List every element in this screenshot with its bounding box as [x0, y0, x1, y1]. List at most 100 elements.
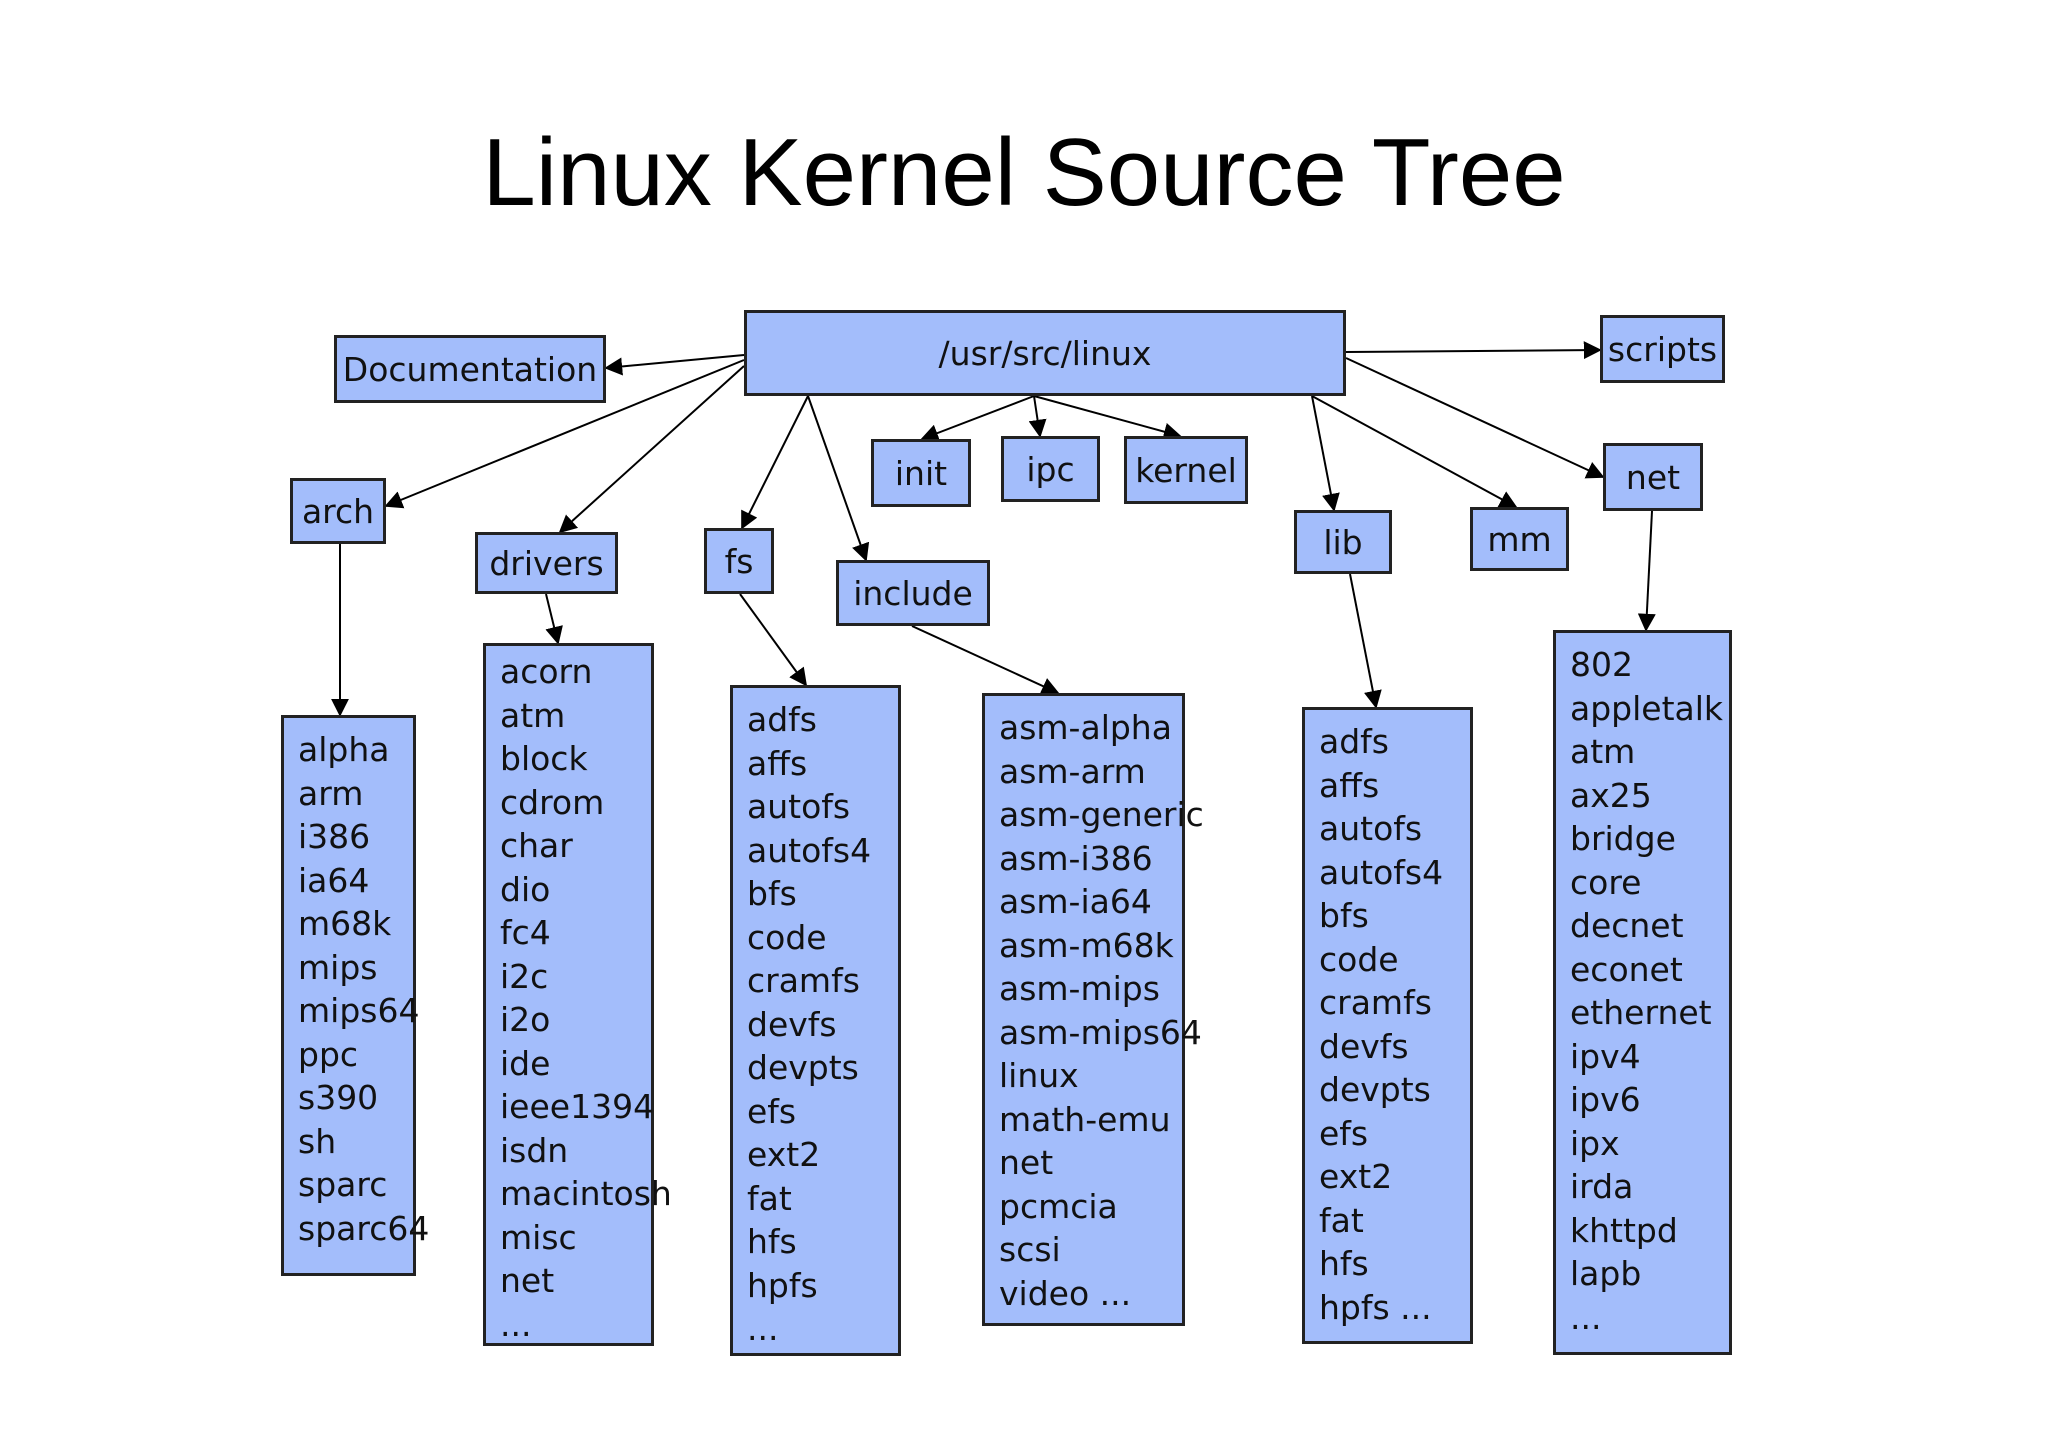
list-drivers-item: ...	[500, 1304, 532, 1344]
link-fs-list	[739, 593, 808, 687]
list-fs-item: hpfs	[747, 1265, 818, 1305]
list-lib-item: fat	[1319, 1200, 1364, 1240]
list-drivers-item: i2o	[500, 1000, 551, 1039]
link-root-lib	[1311, 395, 1340, 512]
list-fs-item: cramfs	[747, 961, 860, 1000]
list-fs-item: hfs	[747, 1222, 797, 1261]
node-kernel-label: kernel	[1135, 450, 1237, 490]
list-arch-item: sparc	[298, 1165, 388, 1204]
list-include-item: asm-ia64	[999, 882, 1152, 921]
node-drivers[interactable]: drivers	[475, 532, 618, 594]
list-drivers-item: misc	[500, 1217, 577, 1257]
link-root-include	[807, 395, 870, 562]
list-net-item: lapb	[1570, 1254, 1642, 1293]
list-arch-item: ppc	[298, 1034, 359, 1074]
list-lib-item: hpfs ...	[1319, 1287, 1432, 1327]
node-documentation[interactable]: Documentation	[334, 335, 606, 403]
list-fs-item: code	[747, 917, 827, 957]
node-arch[interactable]: arch	[290, 478, 386, 544]
list-drivers-item: acorn	[500, 652, 593, 691]
list-lib-item: adfs	[1319, 722, 1389, 761]
list-include-item: scsi	[999, 1230, 1061, 1269]
list-drivers-item: ieee1394	[500, 1087, 655, 1126]
list-fs-item: efs	[747, 1091, 797, 1131]
list-drivers-item: cdrom	[500, 782, 605, 822]
list-lib-item: affs	[1319, 765, 1380, 805]
list-drivers-item: fc4	[500, 913, 551, 952]
node-include[interactable]: include	[836, 560, 990, 626]
list-lib-item: cramfs	[1319, 983, 1432, 1022]
node-ipc[interactable]: ipc	[1001, 436, 1100, 502]
node-init[interactable]: init	[871, 439, 971, 507]
list-fs-item: autofs4	[747, 830, 872, 870]
link-net-list	[1637, 510, 1656, 632]
node-scripts-label: scripts	[1607, 329, 1718, 369]
list-drivers-item: ide	[500, 1043, 551, 1083]
list-fs-item: autofs	[747, 787, 851, 826]
node-mm-label: mm	[1487, 519, 1552, 559]
list-lib-item: autofs	[1319, 809, 1423, 848]
link-root-init	[920, 395, 1035, 442]
list-arch-item: arm	[298, 773, 364, 813]
link-drivers-list	[545, 593, 563, 645]
node-root[interactable]: /usr/src/linux	[744, 310, 1346, 396]
list-include-item: asm-generic	[999, 795, 1204, 834]
list-lib-item: ext2	[1319, 1157, 1393, 1196]
list-include-item: asm-arm	[999, 751, 1146, 791]
node-scripts[interactable]: scripts	[1600, 315, 1725, 383]
list-include-item: asm-mips64	[999, 1012, 1202, 1052]
link-root-fs	[741, 395, 809, 530]
node-net-label: net	[1625, 457, 1681, 497]
list-include-item: math-emu	[999, 1099, 1171, 1139]
list-arch-item: i386	[298, 817, 371, 856]
node-kernel[interactable]: kernel	[1124, 436, 1248, 504]
node-arch-label: arch	[301, 491, 375, 531]
link-root-scripts	[1345, 341, 1602, 360]
list-fs-item: affs	[747, 743, 808, 783]
list-drivers-item: i2c	[500, 956, 549, 996]
diagram-title: Linux Kernel Source Tree	[482, 119, 1566, 226]
link-root-kernel	[1033, 395, 1182, 441]
list-net-item: ipv4	[1570, 1036, 1641, 1076]
list-net-item: econet	[1570, 949, 1683, 989]
list-arch-item: ia64	[298, 860, 370, 900]
list-arch-item: sh	[298, 1121, 337, 1161]
link-root-ipc	[1028, 395, 1047, 438]
list-drivers-item: macintosh	[500, 1174, 672, 1213]
list-include-item: net	[999, 1143, 1054, 1182]
list-lib-item: devpts	[1319, 1070, 1431, 1109]
list-net-item: ethernet	[1570, 993, 1712, 1032]
node-lib-label: lib	[1323, 522, 1363, 562]
list-fs-item: ...	[747, 1309, 779, 1348]
list-net-item: atm	[1570, 732, 1636, 771]
list-include-item: asm-i386	[999, 838, 1153, 878]
list-fs-item: devpts	[747, 1048, 859, 1087]
list-fs-item: devfs	[747, 1004, 837, 1044]
list-include-item: linux	[999, 1056, 1079, 1095]
node-lib[interactable]: lib	[1294, 510, 1392, 574]
node-fs-label: fs	[724, 541, 754, 581]
list-drivers-item: dio	[500, 869, 551, 909]
list-arch-item: alpha	[298, 730, 390, 769]
node-ipc-label: ipc	[1026, 449, 1075, 489]
node-include-label: include	[853, 573, 973, 613]
list-fs-item: adfs	[747, 700, 817, 739]
node-net[interactable]: net	[1603, 443, 1703, 511]
node-fs[interactable]: fs	[704, 528, 774, 594]
node-mm[interactable]: mm	[1470, 507, 1569, 571]
list-fs-item: fat	[747, 1178, 792, 1218]
list-drivers-item: atm	[500, 695, 566, 735]
list-lib-item: devfs	[1319, 1026, 1409, 1066]
list-include-item: pcmcia	[999, 1186, 1118, 1226]
link-lib-list	[1349, 573, 1382, 709]
list-net-item: ax25	[1570, 775, 1652, 815]
